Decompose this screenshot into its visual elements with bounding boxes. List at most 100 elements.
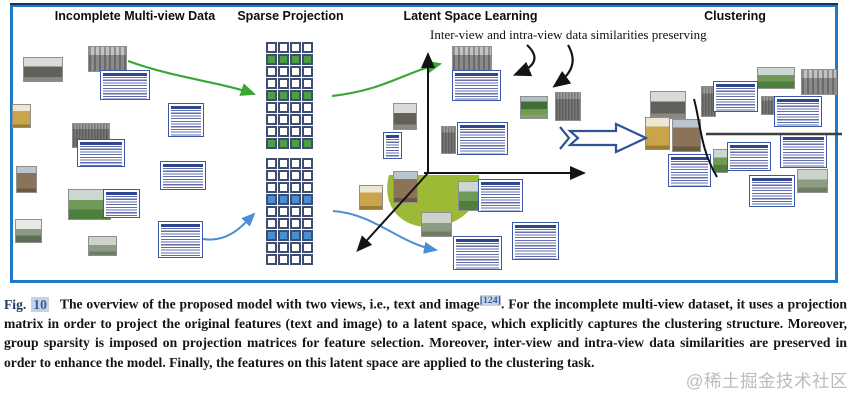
- text-snippet: [160, 161, 206, 190]
- matrix-cell: [290, 230, 301, 241]
- section-header-latent-space-learning: Latent Space Learning: [403, 9, 538, 23]
- matrix-cell: [266, 42, 277, 53]
- reference-link[interactable]: [124]: [479, 295, 501, 306]
- matrix-cell: [290, 242, 301, 253]
- text-snippet: [452, 70, 501, 101]
- text-snippet: [100, 70, 150, 100]
- matrix-cell: [266, 242, 277, 253]
- gold-building-photo: [645, 117, 670, 150]
- group-photo-photo: [452, 46, 492, 71]
- matrix-cell: [302, 90, 313, 101]
- matrix-cell: [302, 170, 313, 181]
- matrix-cell: [290, 102, 301, 113]
- matrix-cell: [290, 66, 301, 77]
- diagram-frame: [10, 3, 838, 283]
- matrix-cell: [290, 90, 301, 101]
- matrix-cell: [302, 254, 313, 265]
- matrix-cell: [266, 230, 277, 241]
- text-snippet: [749, 175, 795, 207]
- field-green-photo: [713, 149, 728, 173]
- matrix-cell: [278, 126, 289, 137]
- matrix-cell: [266, 114, 277, 125]
- matrix-cell: [302, 126, 313, 137]
- hill-photo: [88, 236, 117, 256]
- matrix-cell: [266, 90, 277, 101]
- matrix-cell: [290, 254, 301, 265]
- matrix-cell: [266, 126, 277, 137]
- matrix-cell: [266, 170, 277, 181]
- similarity-preserving-annotation: Inter-view and intra-view data similarit…: [430, 27, 707, 42]
- matrix-cell: [302, 138, 313, 149]
- matrix-cell: [278, 78, 289, 89]
- text-snippet: [774, 96, 822, 127]
- text-snippet: [158, 221, 203, 258]
- matrix-cell: [266, 182, 277, 193]
- text-view-projection-matrix: [266, 42, 313, 149]
- section-header-sparse-projection: Sparse Projection: [237, 9, 344, 23]
- matrix-cell: [302, 158, 313, 169]
- figure-caption: Fig.10 The overview of the proposed model…: [4, 291, 847, 372]
- matrix-cell: [290, 114, 301, 125]
- text-snippet: [457, 122, 508, 155]
- mountain-photo: [15, 219, 42, 243]
- gold-building-photo: [12, 104, 31, 128]
- matrix-cell: [266, 218, 277, 229]
- group-photo-photo: [88, 46, 127, 72]
- figure-label: Fig.: [4, 296, 27, 312]
- matrix-cell: [278, 102, 289, 113]
- text-snippet: [168, 103, 204, 137]
- matrix-cell: [302, 182, 313, 193]
- hill-photo: [421, 212, 452, 237]
- matrix-cell: [290, 54, 301, 65]
- temple-gray-photo: [650, 91, 686, 119]
- matrix-cell: [302, 194, 313, 205]
- image-view-projection-matrix: [266, 158, 313, 265]
- matrix-cell: [278, 66, 289, 77]
- matrix-cell: [266, 54, 277, 65]
- section-header-incomplete-multiview-data: Incomplete Multi-view Data: [54, 9, 216, 23]
- matrix-cell: [266, 206, 277, 217]
- crowd-gray-photo: [761, 96, 774, 115]
- text-snippet: [77, 139, 125, 167]
- matrix-cell: [278, 138, 289, 149]
- text-snippet: [103, 189, 140, 218]
- caption-text-before-ref: The overview of the proposed model with …: [59, 296, 480, 312]
- text-snippet: [727, 142, 771, 171]
- temple-gray-photo: [23, 57, 63, 82]
- matrix-cell: [302, 54, 313, 65]
- matrix-cell: [266, 158, 277, 169]
- matrix-cell: [278, 206, 289, 217]
- matrix-cell: [302, 42, 313, 53]
- text-snippet: [780, 134, 827, 168]
- matrix-cell: [278, 182, 289, 193]
- text-snippet: [453, 236, 502, 270]
- cathedral-color-photo: [672, 119, 701, 152]
- gold-building-photo: [359, 185, 383, 210]
- landscape-trees-photo: [520, 96, 548, 119]
- cathedral-color-photo: [16, 166, 37, 193]
- matrix-cell: [302, 78, 313, 89]
- matrix-cell: [302, 114, 313, 125]
- section-header-clustering: Clustering: [704, 9, 766, 23]
- matrix-cell: [278, 194, 289, 205]
- watermark-text: @稀土掘金技术社区: [685, 371, 848, 391]
- text-snippet: [383, 132, 402, 159]
- matrix-cell: [278, 242, 289, 253]
- matrix-cell: [302, 102, 313, 113]
- figure-number: 10: [31, 296, 49, 312]
- matrix-cell: [278, 158, 289, 169]
- matrix-cell: [302, 206, 313, 217]
- matrix-cell: [290, 206, 301, 217]
- cathedral-color-photo: [393, 171, 418, 203]
- matrix-cell: [290, 42, 301, 53]
- matrix-cell: [278, 230, 289, 241]
- matrix-cell: [266, 194, 277, 205]
- hill-photo: [797, 169, 828, 193]
- matrix-cell: [290, 182, 301, 193]
- matrix-cell: [302, 66, 313, 77]
- matrix-cell: [290, 78, 301, 89]
- matrix-cell: [302, 230, 313, 241]
- matrix-cell: [290, 138, 301, 149]
- matrix-cell: [290, 170, 301, 181]
- matrix-cell: [266, 138, 277, 149]
